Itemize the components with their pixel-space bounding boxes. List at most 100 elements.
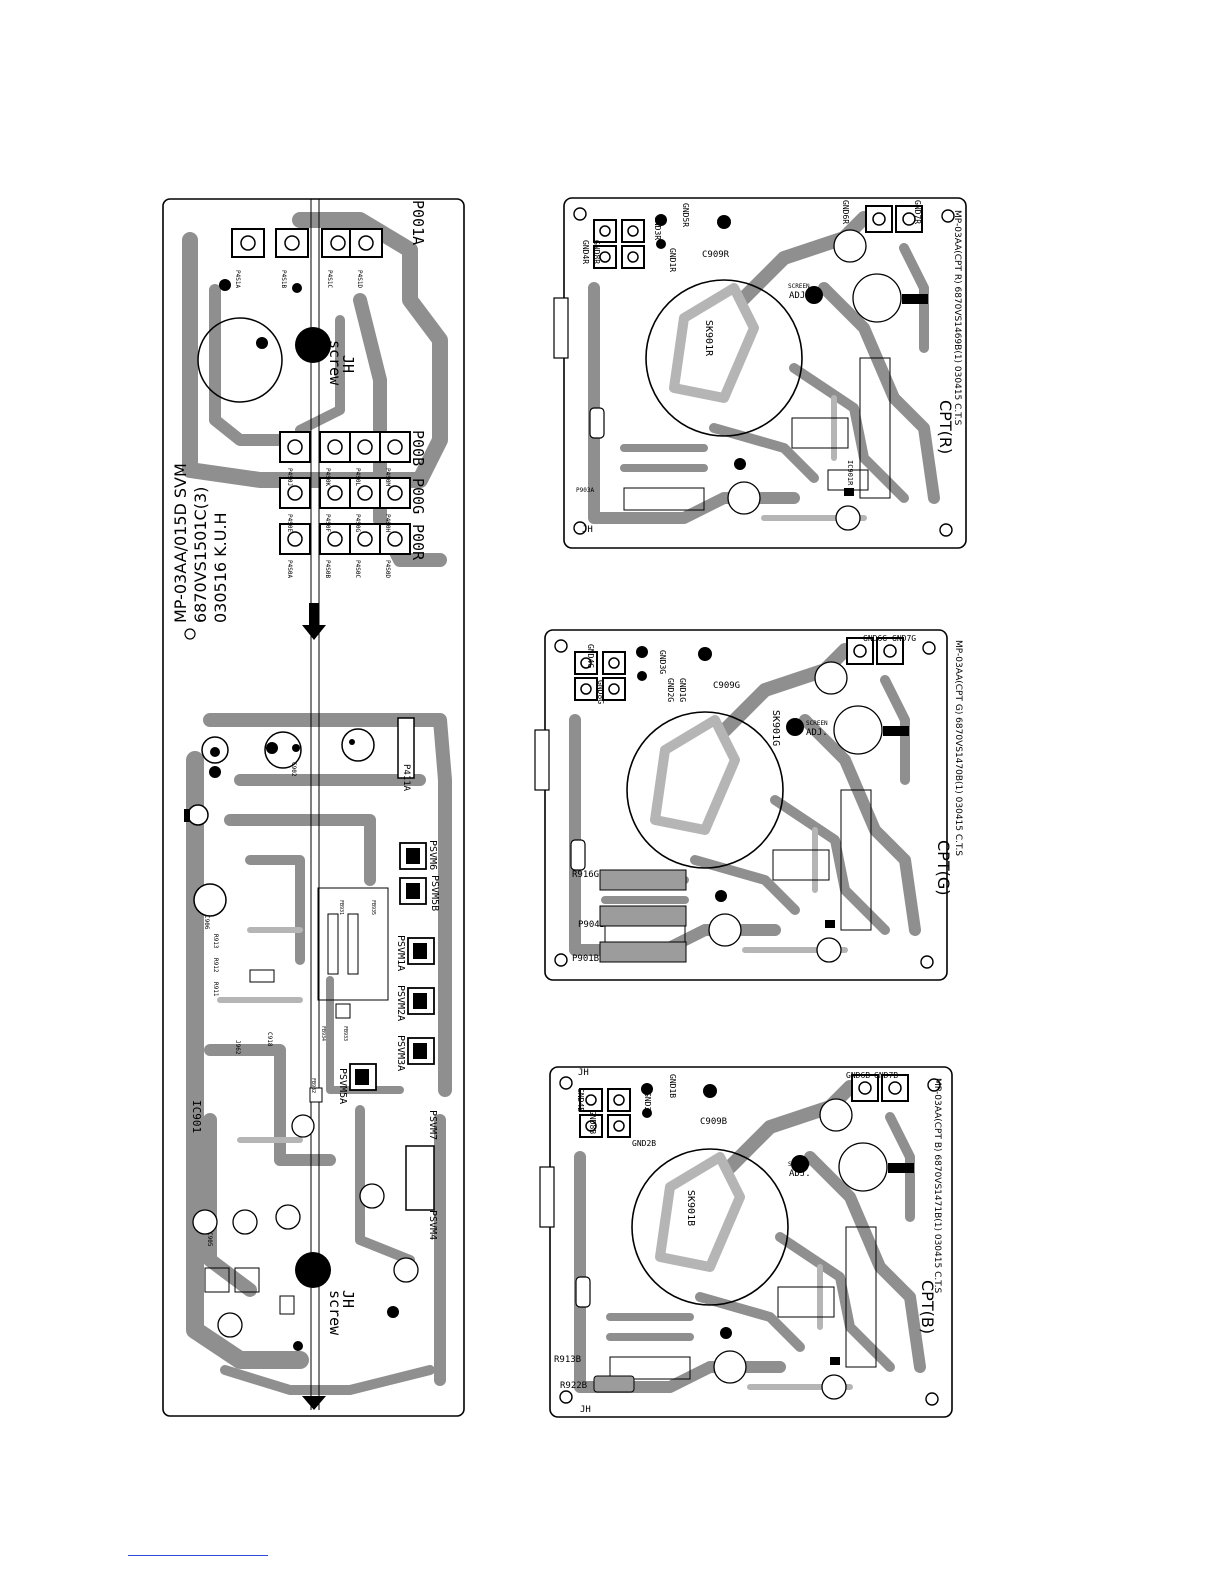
cpt-g-connector-p903b xyxy=(599,941,687,963)
cpt-g-gnd6-label: GND6G xyxy=(863,634,887,643)
cpt-b-gnd4-label: GND4B xyxy=(576,1088,585,1112)
cpt-r-gnd1-label: GND1R xyxy=(668,248,677,272)
pin-label-p4s1d: P4S1D xyxy=(356,270,363,288)
cpt-r-gnd7-label: GND7R xyxy=(913,200,922,224)
cpt-r-gnd3-label: GND3R xyxy=(653,216,662,240)
pin-label-p4s0d: P4S0D xyxy=(384,560,391,578)
label-psvm4: PSVM4 xyxy=(427,1210,438,1240)
connector-label-p00b: P00B xyxy=(409,430,427,466)
cpt-r-title: MP-03AA(CPT R) 6870VS1469B(1) 030415 C.T… xyxy=(952,210,962,426)
cpt-r-gnd8-label: GND8R xyxy=(592,240,601,264)
pin-label-p4s0b: P4S0B xyxy=(324,560,331,578)
pin-label-p4s0j: P4S0J xyxy=(286,468,293,486)
connector-label-p00g: P00G xyxy=(409,478,427,514)
pin-label-p4s0g: P4S0G xyxy=(354,514,361,532)
cpt-r-gnd6-label: GND6R xyxy=(841,200,850,224)
main-board-components xyxy=(184,717,435,1351)
label-j962: J962 xyxy=(234,1040,241,1055)
label-fb931: FB931 xyxy=(338,900,344,915)
pin-label-p4s1c: P4S1C xyxy=(326,270,333,288)
screw-label-jh-bottom: JH xyxy=(339,1290,357,1308)
label-fb932: FB932 xyxy=(310,1078,316,1093)
label-r911: R911 xyxy=(212,982,219,997)
cpt-g-socket-label: SK901G xyxy=(770,710,781,746)
cpt-r-ic901-box xyxy=(827,469,869,491)
main-board: P4S1A P4S1B P4S1C P4S1D P4S0J P4S0K P4S0… xyxy=(162,198,465,1417)
cpt-g-gnd2-label: GND2G xyxy=(666,678,675,702)
label-p411a: P411A xyxy=(401,764,411,792)
cpt-g-gnd8-label: GND8G xyxy=(596,680,605,704)
cpt-r-ic901-label: IC901R xyxy=(846,460,854,486)
label-psvm5b: PSVM5B xyxy=(429,875,440,911)
connector-p00b-pads xyxy=(279,431,411,463)
cpt-r-socket-label: SK901R xyxy=(703,320,714,357)
connector-p00g-pads xyxy=(279,477,411,509)
solder-pad-2 xyxy=(292,283,302,293)
cpt-g-screen-label: SCREEN xyxy=(806,720,828,727)
cpt-r-jh-label: JH xyxy=(582,525,593,535)
cpt-b-jh-bottom-label: JH xyxy=(580,1405,591,1415)
cpt-b-jh-top-label: JH xyxy=(578,1068,589,1078)
label-ic901: IC901 xyxy=(190,1100,203,1133)
title-marker-circle xyxy=(184,628,196,640)
cpt-b-screen-label: SCREEN xyxy=(788,1161,810,1168)
cpt-b-c909-label: C909B xyxy=(700,1117,727,1127)
coil-pin-1 xyxy=(256,337,268,349)
label-fb934: FB934 xyxy=(320,1026,326,1041)
cpt-board-b: MP-03AA(CPT B) 6870VS1471B(1) 030415 C.T… xyxy=(540,1067,952,1417)
pin-label-p4s0h: P4S0H xyxy=(384,514,391,532)
label-c902: C902 xyxy=(290,762,297,777)
cpt-r-gnd5-label: GND5R xyxy=(681,203,690,227)
pin-label-p4s1b: P4S1B xyxy=(280,270,287,288)
cpt-g-connector-p904b xyxy=(599,869,687,891)
cpt-b-side-label: CPT(B) xyxy=(918,1280,937,1334)
cpt-b-gnd6-label: GND6B xyxy=(846,1071,870,1080)
connector-p00r-pads xyxy=(279,523,411,555)
cpt-b-gnd8-label: GND8B xyxy=(588,1110,597,1134)
pin-label-p4s1a: P4S1A xyxy=(234,270,241,288)
cpt-b-title: MP-03AA(CPT B) 6870VS1471B(1) 030415 C.T… xyxy=(932,1078,942,1294)
arrow-down-icon-bottom xyxy=(302,1396,326,1410)
solder-pad-1 xyxy=(219,279,231,291)
main-title-line-3: 030516 K.U.H xyxy=(211,512,230,623)
arrow-down-icon xyxy=(302,603,326,640)
cpt-g-gnd4-label: GND4G xyxy=(586,644,595,668)
cpt-g-gnd3-label: GND3G xyxy=(658,650,667,674)
footer-link-underline[interactable] xyxy=(128,1555,268,1556)
pin-label-p4s0c: P4S0C xyxy=(354,560,361,578)
cpt-g-p903b-label: P901B xyxy=(572,954,599,964)
cpt-b-gnd2-label: GND2B xyxy=(632,1139,656,1148)
main-title-line-1: MP-03AA/015D SVM xyxy=(171,463,190,623)
cpt-r-screen-label: SCREEN xyxy=(788,283,810,290)
cpt-board-g: MP-03AA(CPT G) 6870VS1470B(1) 030415 C.T… xyxy=(535,630,963,980)
cpt-r-c909-label: C909R xyxy=(702,250,730,260)
cpt-r-adj-label: ADJ. xyxy=(789,291,811,301)
label-psvm7: PSVM7 xyxy=(427,1110,438,1140)
label-fb935: FB935 xyxy=(370,900,376,915)
cpt-b-gnd7-label: GND7B xyxy=(874,1071,898,1080)
screw-label-screw-top: screw xyxy=(326,340,344,386)
cpt-g-side-label: CPT(G) xyxy=(934,840,953,895)
label-r912: R912 xyxy=(212,958,219,973)
psvm-connectors xyxy=(349,842,435,1091)
cpt-r-p903a-label: P903A xyxy=(576,487,594,494)
cpt-g-adj-label: ADJ. xyxy=(806,728,828,738)
label-c918: C918 xyxy=(266,1032,273,1047)
connector-label-p001a: P001A xyxy=(409,200,427,245)
cpt-r-side-label: CPT(R) xyxy=(936,400,955,454)
main-small-labels: P4S1A P4S1B P4S1C P4S1D P4S0J P4S0K P4S0… xyxy=(234,270,391,578)
cpt-g-p901b-label: P904B xyxy=(578,920,605,930)
label-c905: C905 xyxy=(206,1232,213,1247)
label-psvm5a: PSVM5A xyxy=(337,1068,348,1104)
pin-label-p4s0k: P4S0K xyxy=(324,468,331,486)
label-fb933: FB933 xyxy=(342,1026,348,1041)
cpt-board-r: MP-03AA(CPT R) 6870VS1469B(1) 030415 C.T… xyxy=(554,198,966,548)
cpt-b-socket-label: SK901B xyxy=(685,1190,696,1226)
cpt-b-gnd1-label: GND1B xyxy=(668,1074,677,1098)
pin-label-p4s0m: P4S0M xyxy=(384,468,391,486)
cpt-b-gnd3-label: GND3B xyxy=(643,1092,652,1116)
cpt-b-connector-p902b xyxy=(593,1375,635,1393)
connector-label-p00r: P00R xyxy=(409,524,427,561)
label-c906: C906 xyxy=(203,915,210,930)
